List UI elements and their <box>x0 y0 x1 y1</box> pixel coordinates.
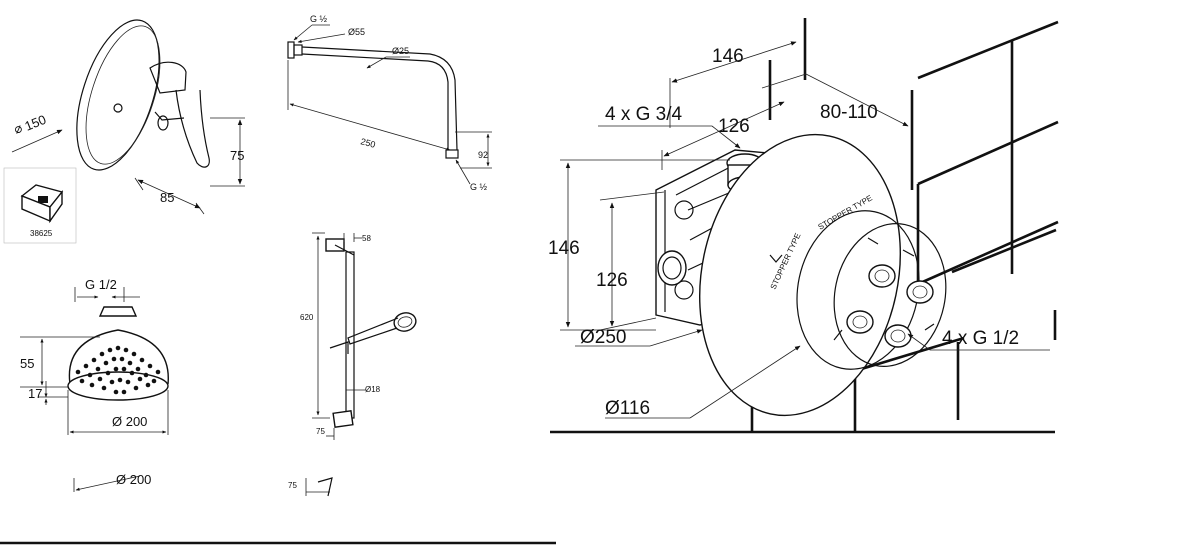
arm-length-label: 250 <box>359 136 376 150</box>
install-height-inner-label: 126 <box>596 270 628 291</box>
mixer-height-label: 75 <box>230 148 244 163</box>
mixer-depth-label: 85 <box>160 190 174 205</box>
shower-rail-drawing: 58 620 Ø18 75 <box>300 232 417 440</box>
cartridge-icon: 38625 <box>3 167 77 244</box>
mixer-diameter-label: 150 <box>23 112 49 134</box>
install-diagram: STOPPER TYPE STOPPER TYPE 146 4 x G 3/4 … <box>548 18 1059 434</box>
rail-offset-bottom-label: 75 <box>316 427 325 436</box>
shower-arm-drawing: G ½ Ø55 Ø25 250 92 G ½ <box>287 14 492 192</box>
cartridge-code: 38625 <box>30 229 53 238</box>
cutoff-offset-label: 75 <box>288 481 297 490</box>
rail-bar-diameter-label: Ø18 <box>365 385 381 394</box>
arm-drop-label: 92 <box>478 150 488 160</box>
arm-pipe-diameter-label: Ø25 <box>392 46 409 56</box>
headshower-height-label: 55 <box>20 356 34 371</box>
cutoff-diameter-label: Ø 200 <box>116 472 151 487</box>
arm-rose-diameter-label: Ø55 <box>348 27 365 37</box>
rail-height-label: 620 <box>300 313 314 322</box>
outlet-fittings <box>833 237 935 348</box>
install-outlet-thread-label: 4 x G 1/2 <box>942 328 1019 349</box>
install-plate-diameter-label: Ø250 <box>580 327 626 348</box>
install-wall-range-label: 80-110 <box>820 102 878 123</box>
install-ring-diameter-label: Ø116 <box>605 398 650 419</box>
headshower-nozzle-grid <box>75 345 161 395</box>
install-depth-total-label: 146 <box>712 46 744 67</box>
headshower-face-height-label: 17 <box>28 386 42 401</box>
headshower-diameter-label: Ø 200 <box>112 414 147 429</box>
install-depth-inner-label: 126 <box>718 116 750 137</box>
headshower-thread-label: G 1/2 <box>85 277 117 292</box>
cutoff-fragment: Ø 200 75 <box>73 472 333 497</box>
arm-thread-top-label: G ½ <box>310 14 328 24</box>
install-inlet-thread-label: 4 x G 3/4 <box>605 104 683 125</box>
install-height-total-label: 146 <box>548 238 580 259</box>
headshower-drawing: G 1/2 55 17 Ø 200 <box>20 277 169 435</box>
arm-thread-bottom-label: G ½ <box>470 182 488 192</box>
rail-offset-top-label: 58 <box>362 234 371 243</box>
